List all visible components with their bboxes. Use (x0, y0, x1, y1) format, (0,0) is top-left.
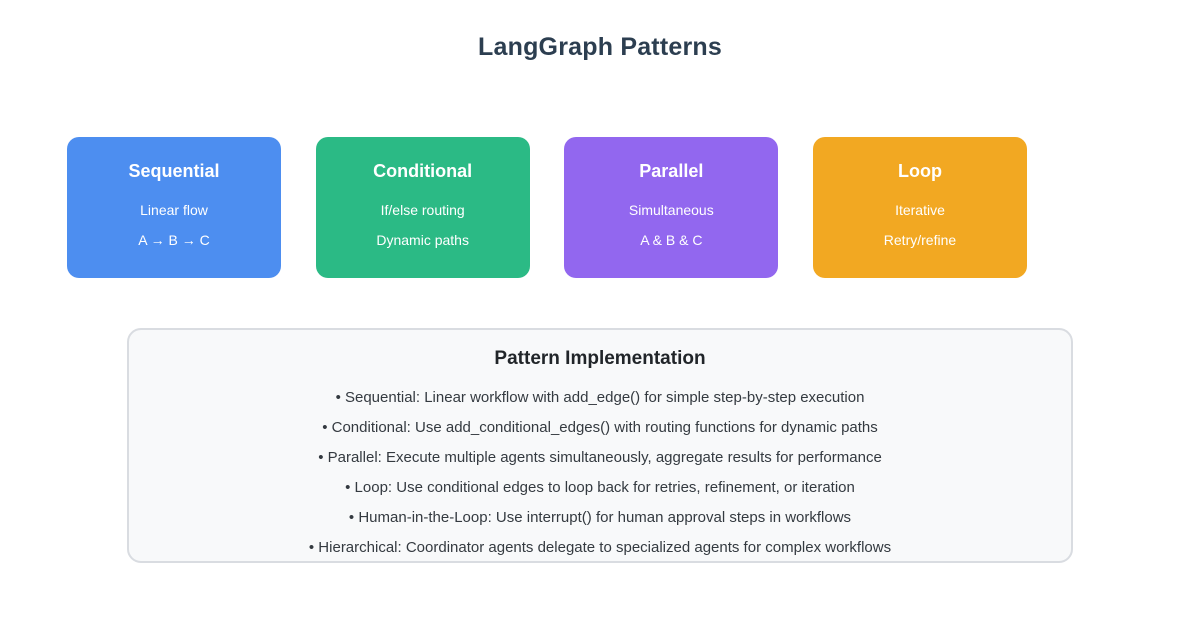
pattern-implementation-panel: Pattern Implementation • Sequential: Lin… (127, 328, 1073, 563)
card-conditional-line1: If/else routing (380, 202, 465, 218)
card-loop: Loop Iterative Retry/refine (812, 137, 1027, 278)
card-loop-line1: Iterative (895, 202, 945, 218)
card-sequential-line1: Linear flow (140, 202, 208, 218)
bullet-conditional: • Conditional: Use add_conditional_edges… (322, 419, 878, 436)
card-parallel-title: Parallel (639, 161, 704, 181)
card-conditional-line2: Dynamic paths (376, 232, 469, 248)
bullet-hierarchical: • Hierarchical: Coordinator agents deleg… (308, 539, 892, 556)
card-parallel-line2: A & B & C (640, 232, 703, 248)
page-title: LangGraph Patterns (478, 33, 722, 61)
card-sequential-line2: A → B → C (138, 232, 210, 248)
bullet-human-in-the-loop: • Human-in-the-Loop: Use interrupt() for… (348, 509, 852, 526)
card-conditional-title: Conditional (373, 161, 473, 181)
pattern-implementation-title: Pattern Implementation (494, 348, 706, 369)
bullet-sequential: • Sequential: Linear workflow with add_e… (335, 389, 865, 406)
card-parallel: Parallel Simultaneous A & B & C (564, 137, 779, 278)
bullet-loop: • Loop: Use conditional edges to loop ba… (345, 479, 855, 496)
card-conditional: Conditional If/else routing Dynamic path… (315, 137, 530, 278)
bullet-parallel: • Parallel: Execute multiple agents simu… (318, 449, 882, 466)
card-loop-line2: Retry/refine (883, 232, 957, 248)
pattern-cards-row: Sequential Linear flow A → B → C Conditi… (67, 137, 1027, 278)
card-parallel-line1: Simultaneous (628, 202, 714, 218)
pattern-implementation-bullet-list: • Sequential: Linear workflow with add_e… (129, 383, 1071, 563)
card-sequential: Sequential Linear flow A → B → C (67, 137, 281, 278)
card-sequential-title: Sequential (128, 161, 220, 181)
card-loop-title: Loop (897, 161, 942, 181)
